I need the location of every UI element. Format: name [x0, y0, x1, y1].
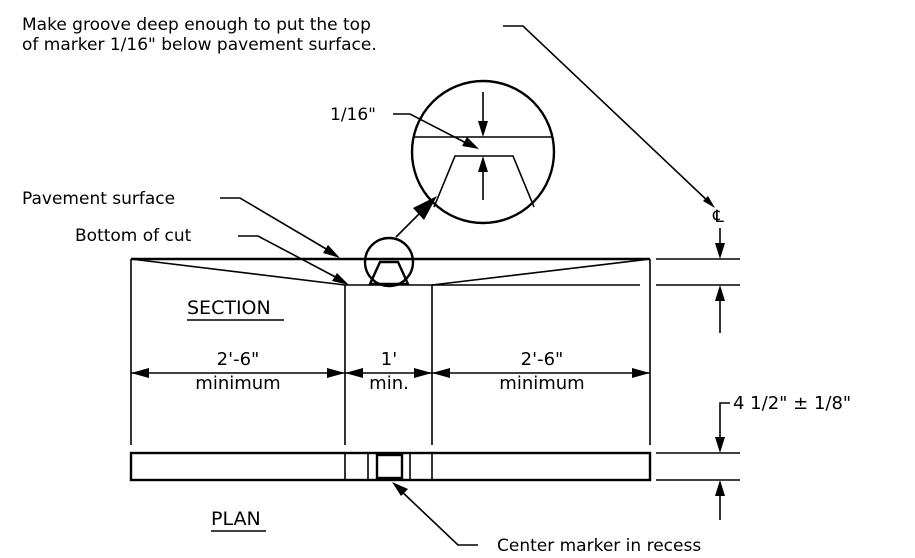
magnified-dim-arrowhead-top: [478, 121, 488, 137]
dim-right-arrowhead-b: [632, 368, 650, 378]
centerline-symbol: ℄: [712, 207, 724, 227]
bottom-of-cut-label: Bottom of cut: [75, 226, 192, 246]
thickness-dim-arrowhead-bottom: [715, 480, 725, 496]
magnified-marker-outline: [433, 155, 535, 208]
dim-left-arrowhead-a: [131, 368, 149, 378]
dim-left-note: minimum: [195, 373, 280, 394]
dim-mid-value: 1': [381, 349, 397, 370]
center-marker-label: Center marker in recess: [497, 536, 701, 556]
dim-right-note: minimum: [499, 373, 584, 394]
magnify-arrow-line: [395, 212, 421, 238]
sixteenth-inch-label: 1/16": [330, 105, 376, 125]
plan-strip: [129, 451, 652, 482]
groove-note-leader: [503, 25, 713, 206]
thickness-dim-value: 4 1/2" ± 1/8": [733, 393, 851, 414]
groove-note-line1: Make groove deep enough to put the top: [22, 15, 371, 35]
sixteenth-leader-arrowhead: [462, 137, 479, 149]
depth-dim-arrowhead-bottom: [715, 285, 725, 301]
thickness-dim-arrowhead-top: [715, 437, 725, 453]
marker-detail-circle: [363, 236, 415, 288]
groove-bottom-left: [130, 258, 651, 286]
dim-left-arrowhead-b: [327, 368, 345, 378]
dim-mid-arrowhead-b: [414, 368, 432, 378]
dim-right-value: 2'-6": [521, 349, 564, 370]
depth-dim-arrowhead-top: [715, 243, 725, 259]
groove-note-arrowhead: [703, 196, 715, 208]
magnify-arrowhead: [413, 196, 437, 220]
section-view-title: SECTION: [187, 297, 271, 319]
magnified-detail-circle: [410, 79, 556, 225]
center-marker-leader: [397, 487, 478, 546]
bottom-of-cut-arrowhead: [332, 273, 349, 285]
dim-mid-note: min.: [369, 373, 409, 394]
bottom-of-cut-leader: [238, 235, 344, 282]
section-marker-shape: [368, 260, 410, 286]
plan-view-title: PLAN: [211, 508, 261, 530]
plan-center-marker: [375, 453, 404, 480]
pavement-surface-leader: [220, 197, 334, 254]
pavement-surface-arrowhead: [323, 245, 340, 258]
center-marker-arrowhead: [392, 482, 408, 496]
thickness-dim-leader: [719, 402, 730, 445]
dim-right-arrowhead-a: [432, 368, 450, 378]
sixteenth-leader: [393, 113, 471, 146]
dim-left-value: 2'-6": [217, 349, 260, 370]
dim-mid-arrowhead-a: [345, 368, 363, 378]
pavement-surface-label: Pavement surface: [22, 189, 175, 209]
magnified-dim-arrowhead-bottom: [478, 156, 488, 172]
groove-note-line2: of marker 1/16" below pavement surface.: [22, 35, 377, 55]
